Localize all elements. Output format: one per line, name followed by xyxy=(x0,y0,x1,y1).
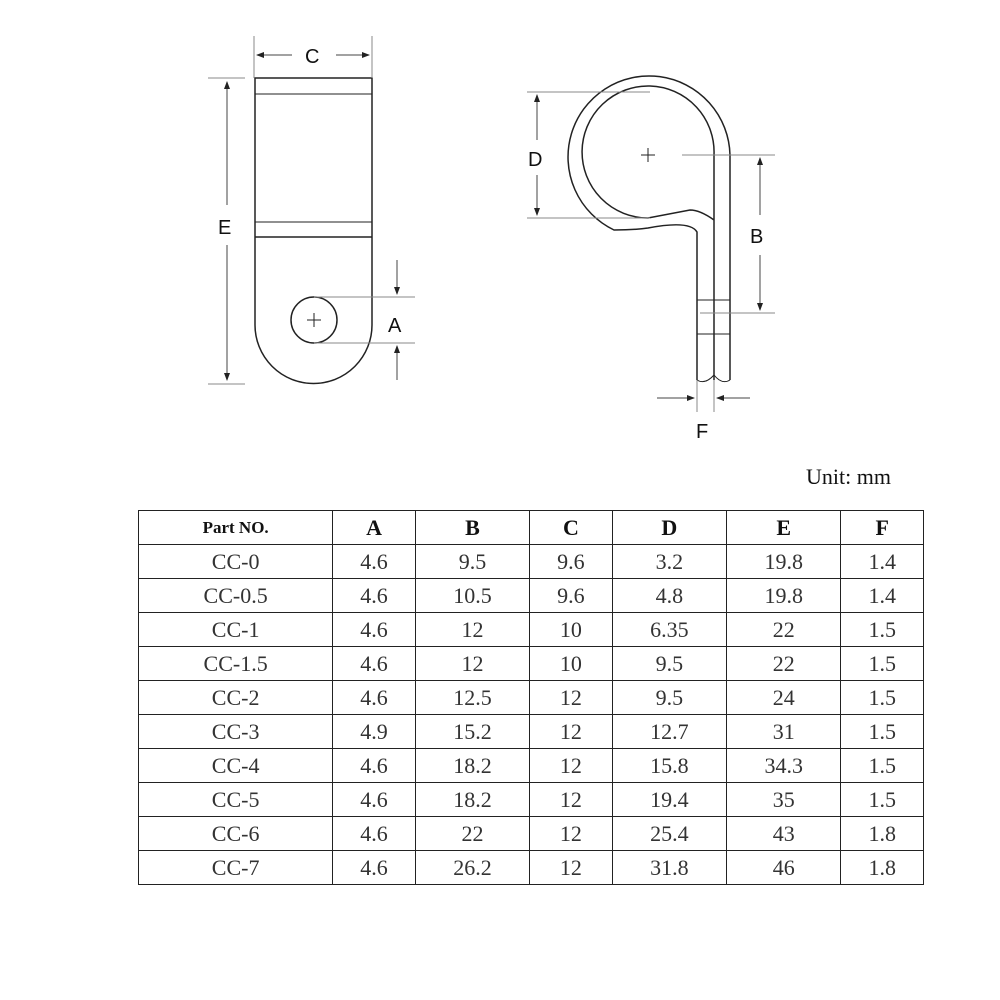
value-cell: 19.8 xyxy=(726,544,842,579)
value-cell: 1.5 xyxy=(840,748,924,783)
value-cell: 9.5 xyxy=(611,680,728,715)
dimension-label-d: D xyxy=(528,149,542,171)
part-number-cell: CC-1 xyxy=(137,612,334,647)
value-cell: 4.6 xyxy=(332,850,416,885)
value-cell: 31 xyxy=(726,714,842,749)
value-cell: 3.2 xyxy=(611,544,728,579)
dimension-label-a: A xyxy=(388,315,402,337)
value-cell: 9.5 xyxy=(414,544,531,579)
column-header: D xyxy=(611,510,728,545)
value-cell: 34.3 xyxy=(726,748,842,783)
part-number-cell: CC-3 xyxy=(137,714,334,749)
value-cell: 19.4 xyxy=(611,782,728,817)
column-header: E xyxy=(726,510,842,545)
front-view xyxy=(208,36,415,385)
unit-label: Unit: mm xyxy=(806,464,891,489)
clamp-technical-drawing: C E A D B F xyxy=(208,36,775,443)
value-cell: 10 xyxy=(529,612,613,647)
value-cell: 9.5 xyxy=(611,646,728,681)
value-cell: 9.6 xyxy=(529,544,613,579)
value-cell: 19.8 xyxy=(726,578,842,613)
side-view xyxy=(527,75,775,412)
value-cell: 4.9 xyxy=(332,714,416,749)
value-cell: 4.6 xyxy=(332,646,416,681)
value-cell: 1.4 xyxy=(840,544,924,579)
value-cell: 4.6 xyxy=(332,612,416,647)
part-number-cell: CC-6 xyxy=(137,816,334,851)
value-cell: 15.2 xyxy=(414,714,531,749)
value-cell: 18.2 xyxy=(414,748,531,783)
part-number-cell: CC-2 xyxy=(137,680,334,715)
column-header: Part NO. xyxy=(137,510,334,545)
value-cell: 4.8 xyxy=(611,578,728,613)
value-cell: 18.2 xyxy=(414,782,531,817)
value-cell: 12 xyxy=(529,782,613,817)
part-number-cell: CC-0.5 xyxy=(137,578,334,613)
column-header: F xyxy=(840,510,924,545)
value-cell: 10 xyxy=(529,646,613,681)
value-cell: 46 xyxy=(726,850,842,885)
value-cell: 12 xyxy=(414,612,531,647)
value-cell: 1.5 xyxy=(840,782,924,817)
value-cell: 9.6 xyxy=(529,578,613,613)
value-cell: 1.5 xyxy=(840,612,924,647)
value-cell: 12 xyxy=(529,714,613,749)
column-header: C xyxy=(529,510,613,545)
dimension-label-e: E xyxy=(218,217,231,239)
part-number-cell: CC-1.5 xyxy=(137,646,334,681)
value-cell: 15.8 xyxy=(611,748,728,783)
part-number-cell: CC-7 xyxy=(137,850,334,885)
value-cell: 12 xyxy=(529,680,613,715)
part-number-cell: CC-0 xyxy=(137,544,334,579)
value-cell: 4.6 xyxy=(332,748,416,783)
value-cell: 12 xyxy=(414,646,531,681)
value-cell: 12.5 xyxy=(414,680,531,715)
value-cell: 4.6 xyxy=(332,578,416,613)
value-cell: 4.6 xyxy=(332,544,416,579)
value-cell: 22 xyxy=(726,646,842,681)
column-header: A xyxy=(332,510,416,545)
column-header: B xyxy=(414,510,531,545)
value-cell: 1.8 xyxy=(840,850,924,885)
dimension-label-f: F xyxy=(696,421,708,443)
value-cell: 4.6 xyxy=(332,816,416,851)
value-cell: 1.4 xyxy=(840,578,924,613)
value-cell: 22 xyxy=(414,816,531,851)
value-cell: 1.5 xyxy=(840,714,924,749)
value-cell: 43 xyxy=(726,816,842,851)
part-number-cell: CC-5 xyxy=(137,782,334,817)
value-cell: 1.5 xyxy=(840,680,924,715)
dimension-label-c: C xyxy=(305,46,319,68)
value-cell: 6.35 xyxy=(611,612,728,647)
value-cell: 31.8 xyxy=(611,850,728,885)
value-cell: 12 xyxy=(529,816,613,851)
part-number-cell: CC-4 xyxy=(137,748,334,783)
value-cell: 12 xyxy=(529,850,613,885)
value-cell: 4.6 xyxy=(332,680,416,715)
value-cell: 10.5 xyxy=(414,578,531,613)
value-cell: 12 xyxy=(529,748,613,783)
value-cell: 4.6 xyxy=(332,782,416,817)
value-cell: 25.4 xyxy=(611,816,728,851)
value-cell: 1.8 xyxy=(840,816,924,851)
dimension-label-b: B xyxy=(750,226,763,248)
value-cell: 24 xyxy=(726,680,842,715)
value-cell: 26.2 xyxy=(414,850,531,885)
value-cell: 12.7 xyxy=(611,714,728,749)
value-cell: 1.5 xyxy=(840,646,924,681)
value-cell: 22 xyxy=(726,612,842,647)
value-cell: 35 xyxy=(726,782,842,817)
